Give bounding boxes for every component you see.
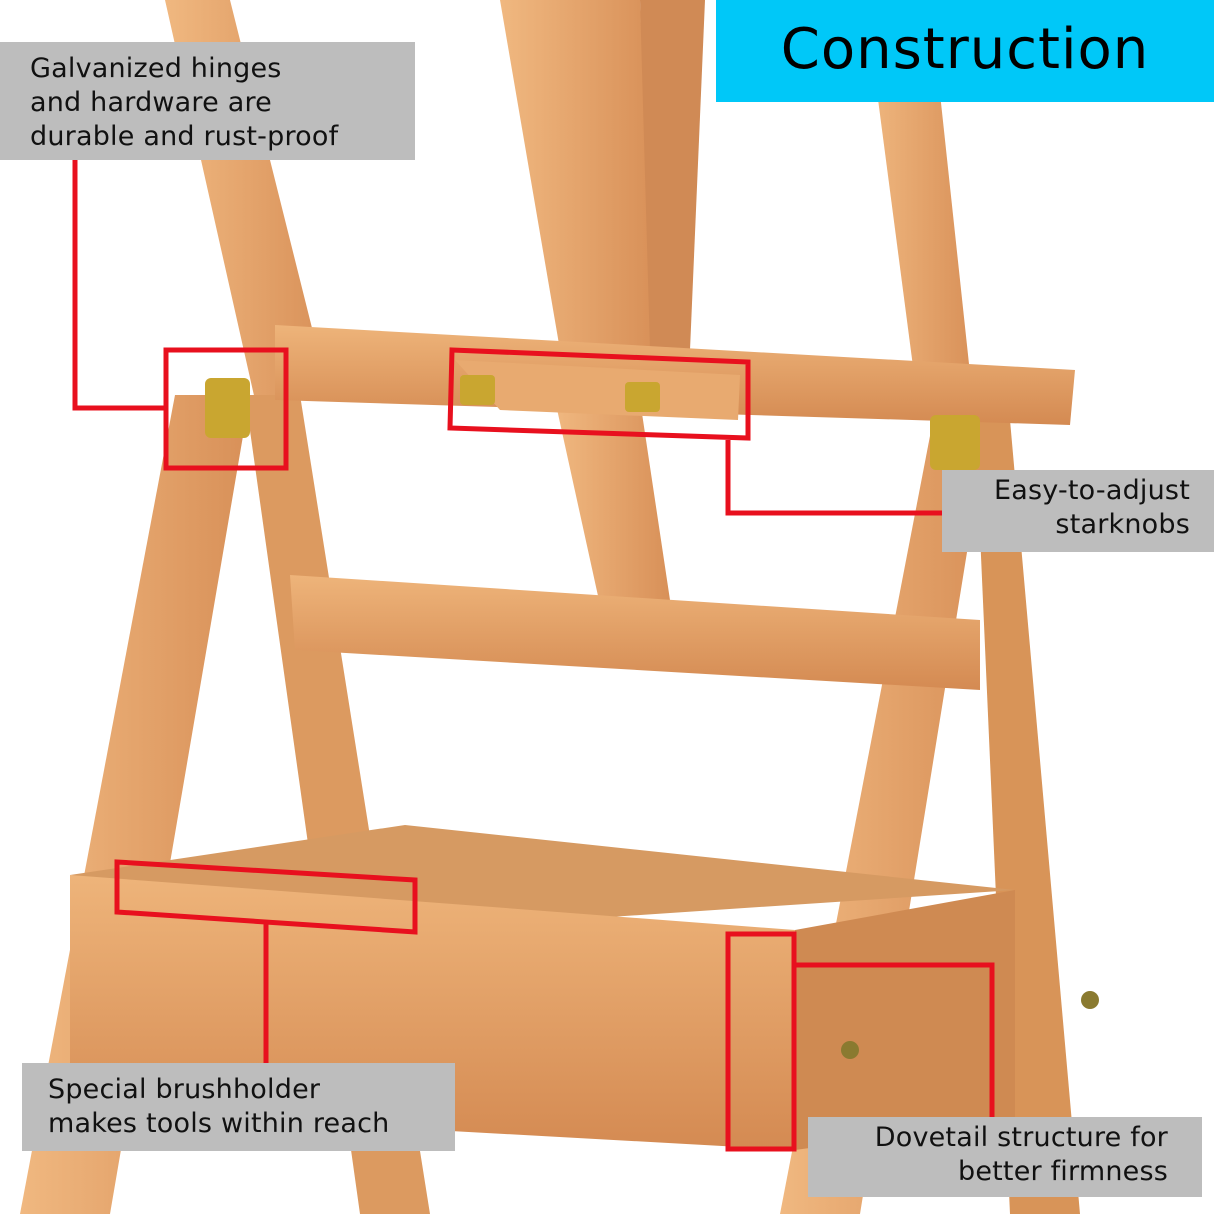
- callout-line: better firmness: [957, 1156, 1168, 1187]
- callout-frames: [72, 160, 995, 1152]
- callout-line: starknobs: [1055, 509, 1190, 540]
- mast-clamp-block: [455, 360, 740, 420]
- callout-brushholder: Special brushholder makes tools within r…: [22, 1063, 455, 1151]
- hardware-hinges: [205, 375, 1099, 1059]
- callout-dovetail: Dovetail structure for better firmness: [808, 1117, 1202, 1197]
- callout-line: Galvanized hinges: [30, 53, 282, 84]
- central-mast: [500, 0, 705, 605]
- callout-galvanized-hinges: Galvanized hinges and hardware are durab…: [0, 42, 415, 160]
- middle-crossbar: [290, 575, 980, 690]
- storage-box: [70, 825, 1015, 1150]
- callout-line: durable and rust-proof: [30, 121, 339, 152]
- callout-line: makes tools within reach: [48, 1108, 390, 1139]
- callout-line: Easy-to-adjust: [993, 475, 1190, 506]
- section-title: Construction: [716, 0, 1214, 102]
- right-upper-leg: [865, 0, 975, 420]
- callout-line: Special brushholder: [48, 1074, 321, 1105]
- callout-starknobs: Easy-to-adjust starknobs: [942, 470, 1214, 552]
- callout-line: Dovetail structure for: [874, 1122, 1168, 1153]
- callout-line: and hardware are: [30, 87, 272, 118]
